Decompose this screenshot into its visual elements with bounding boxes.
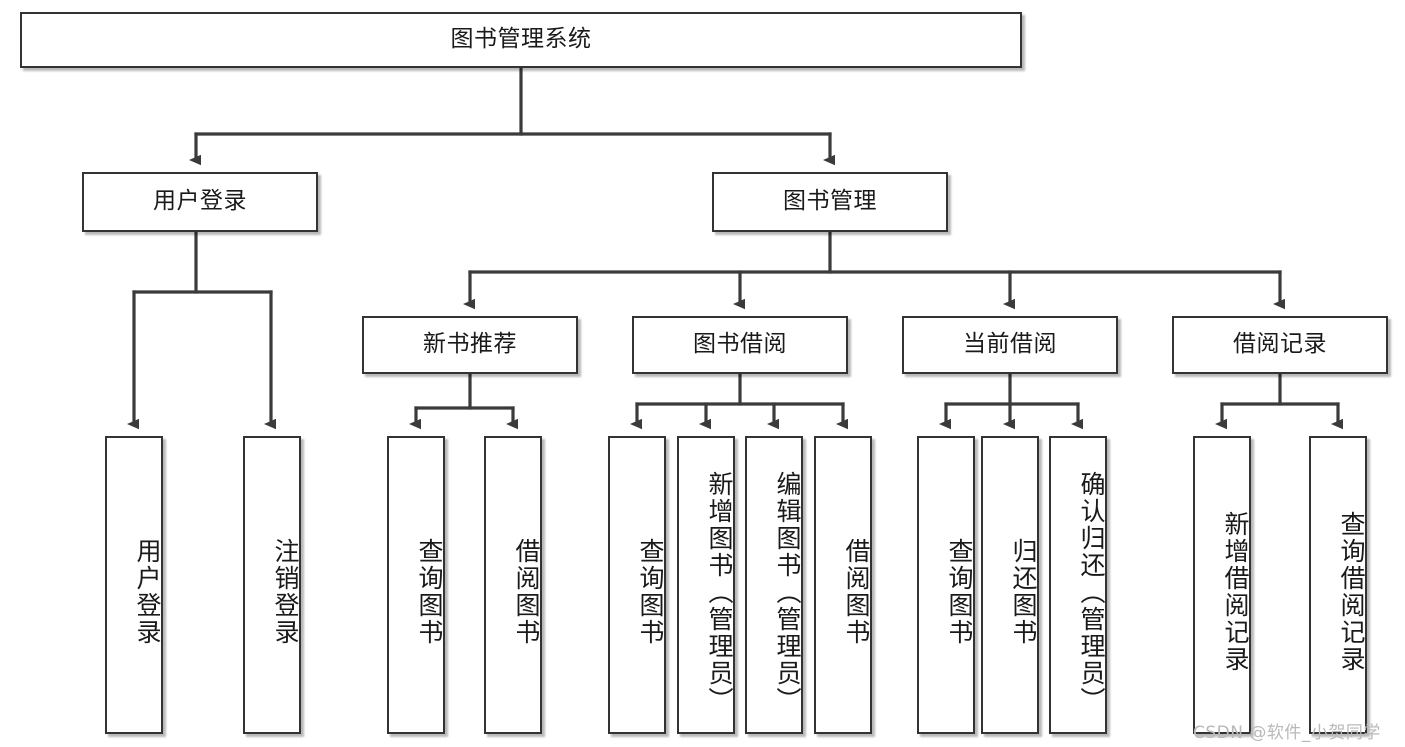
node-leaf-logout-label: 注销登录 [271,538,300,646]
node-leaf-borrow-book-a[interactable]: 借阅图书 [484,436,542,734]
node-leaf-query-record-label: 查询借阅记录 [1337,511,1366,673]
node-root[interactable]: 图书管理系统 [20,12,1022,68]
node-leaf-query-book-b-label: 查询图书 [636,538,665,646]
node-leaf-query-book-a-label: 查询图书 [415,538,444,646]
node-user-login[interactable]: 用户登录 [82,172,318,232]
node-leaf-add-book-label: 新增图书（管理员） [705,470,734,714]
node-leaf-confirm-return[interactable]: 确认归还（管理员） [1049,436,1107,734]
node-user-login-label: 用户登录 [153,188,247,215]
node-leaf-edit-book[interactable]: 编辑图书（管理员） [745,436,803,734]
csdn-watermark: CSDN @软件_小贺同学 [1193,723,1381,743]
node-borrow-record[interactable]: 借阅记录 [1172,316,1388,374]
node-leaf-borrow-book-b[interactable]: 借阅图书 [814,436,872,734]
node-leaf-return-book-label: 归还图书 [1009,538,1038,646]
node-leaf-add-record-label: 新增借阅记录 [1221,511,1250,673]
node-book-borrow[interactable]: 图书借阅 [632,316,848,374]
node-leaf-edit-book-label: 编辑图书（管理员） [773,470,802,714]
node-current-borrow[interactable]: 当前借阅 [902,316,1118,374]
node-leaf-query-book-c-label: 查询图书 [945,538,974,646]
node-leaf-borrow-book-a-label: 借阅图书 [512,538,541,646]
node-book-borrow-label: 图书借阅 [693,331,787,358]
node-root-label: 图书管理系统 [450,26,592,53]
node-leaf-borrow-book-b-label: 借阅图书 [842,538,871,646]
node-leaf-add-record[interactable]: 新增借阅记录 [1193,436,1251,734]
node-leaf-query-book-b[interactable]: 查询图书 [608,436,666,734]
node-leaf-user-login[interactable]: 用户登录 [105,436,163,734]
node-current-borrow-label: 当前借阅 [963,331,1057,358]
node-leaf-return-book[interactable]: 归还图书 [981,436,1039,734]
node-borrow-record-label: 借阅记录 [1233,331,1327,358]
node-leaf-confirm-return-label: 确认归还（管理员） [1077,470,1106,714]
node-leaf-query-book-a[interactable]: 查询图书 [387,436,445,734]
node-leaf-logout[interactable]: 注销登录 [243,436,301,734]
node-book-manage-label: 图书管理 [783,188,877,215]
node-leaf-query-book-c[interactable]: 查询图书 [917,436,975,734]
node-leaf-query-record[interactable]: 查询借阅记录 [1309,436,1367,734]
node-new-book-rec[interactable]: 新书推荐 [362,316,578,374]
node-leaf-add-book[interactable]: 新增图书（管理员） [677,436,735,734]
node-new-book-rec-label: 新书推荐 [423,331,517,358]
node-leaf-user-login-label: 用户登录 [133,538,162,646]
node-book-manage[interactable]: 图书管理 [712,172,948,232]
